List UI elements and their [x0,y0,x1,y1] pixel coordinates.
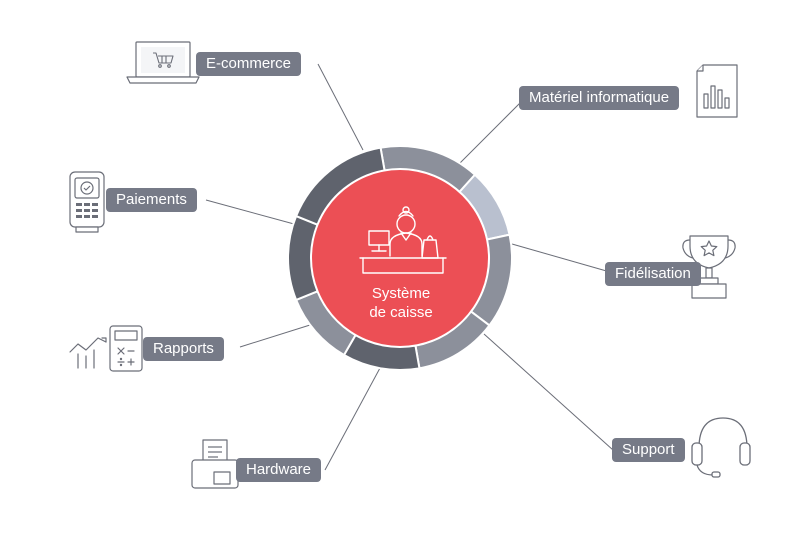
connector-materiel [457,97,526,166]
node-label-support: Support [612,438,685,462]
center-title: Système de caisse [336,284,466,322]
center-title-line2: de caisse [369,304,433,321]
headset-icon [691,417,751,478]
chart-calculator-icon [69,325,143,372]
printer-icon [191,439,239,489]
center-title-line1: Système [371,285,431,302]
trophy-icon [682,235,736,299]
laptop-cart-icon [126,41,200,84]
connector-rapports [239,324,311,348]
connector-support [483,333,614,451]
payment-terminal-icon [69,171,105,233]
cashier-person-icon [359,206,447,274]
connector-hardware [324,367,381,471]
document-chart-icon [696,64,738,118]
node-label-fidelisation: Fidélisation [605,262,701,286]
connector-lines [205,63,614,471]
connector-paiements [205,199,295,225]
node-label-ecommerce: E-commerce [196,52,302,76]
connector-ecommerce [317,63,364,151]
connector-fidelisation [511,243,611,273]
node-label-rapports: Rapports [143,337,224,361]
node-label-hardware: Hardware [236,458,322,482]
node-label-materiel: Matériel informatique [519,86,680,110]
node-label-paiements: Paiements [106,188,197,212]
